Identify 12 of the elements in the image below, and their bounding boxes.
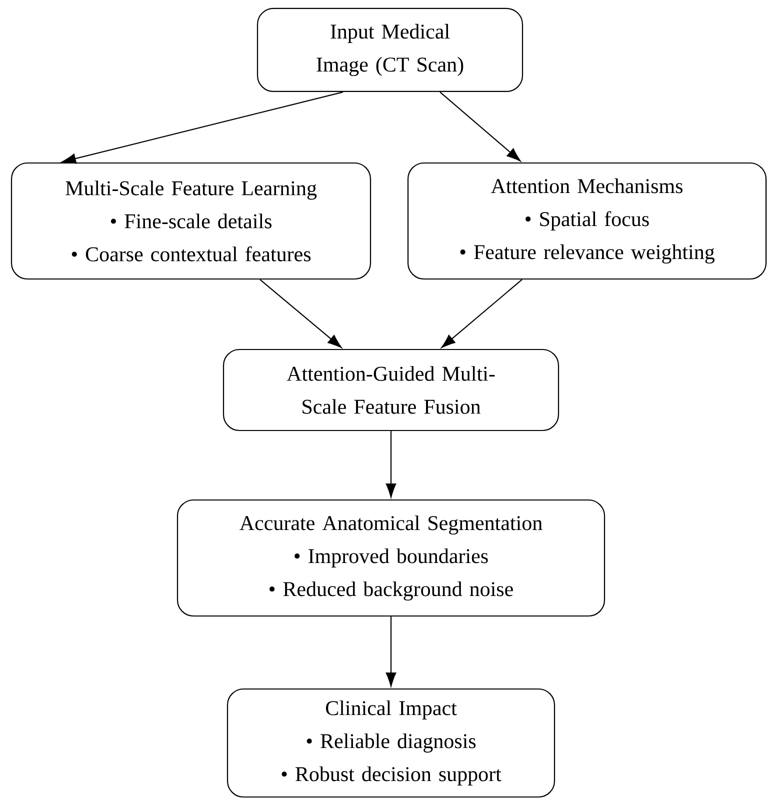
process-box: Accurate Anatomical Segmentation • Improved boundaries • Reduced background noise — [176, 499, 606, 617]
process-box: Input Medical Image (CT Scan) — [256, 8, 524, 92]
process-box: Attention Mechanisms • Spatial focus • Feature relevance weighting — [407, 162, 767, 280]
arrow — [386, 431, 396, 498]
process-box: Multi-Scale Feature Learning • Fine-scale details • Coarse contextual features — [10, 162, 372, 280]
arrow — [62, 92, 344, 164]
arrow — [441, 279, 522, 348]
arrow — [440, 92, 521, 162]
process-box: Clinical Impact • Reliable diagnosis • Robust decision support — [226, 688, 556, 798]
process-box: Attention-Guided Multi-Scale Feature Fusion — [222, 348, 560, 432]
arrow — [260, 279, 342, 348]
arrow — [386, 616, 396, 687]
